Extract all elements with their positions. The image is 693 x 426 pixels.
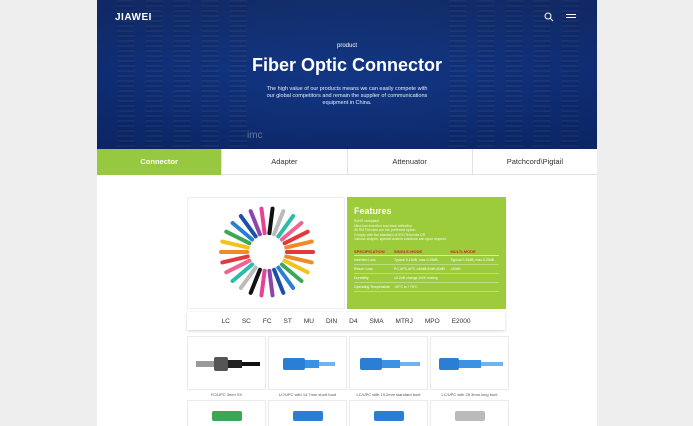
connector-spoke — [230, 262, 255, 283]
product-card[interactable] — [430, 336, 509, 390]
connector-spoke — [238, 265, 258, 290]
connector-spoke — [248, 209, 262, 237]
product-card[interactable] — [268, 336, 347, 390]
type-sc[interactable]: SC — [241, 317, 251, 325]
connector-image — [439, 358, 503, 370]
spec-cell: Typical 0.15dB, max 0.25dB — [450, 255, 499, 265]
connector-spoke — [282, 229, 310, 246]
search-icon[interactable] — [544, 12, 554, 22]
spec-header: MULTI-MODE — [450, 247, 499, 256]
connector-spoke — [276, 265, 296, 290]
connector-spoke — [284, 239, 314, 250]
spec-cell: PC,UPC,APC ≥40dB,50dB,60dB — [393, 264, 451, 274]
spec-row: Durability ≤0.2dB change,1000 mating — [354, 273, 499, 283]
type-sma[interactable]: SMA — [369, 317, 384, 325]
spec-cell: -40°C to +75°C — [393, 282, 451, 292]
spec-cell: ≥30dB — [450, 264, 499, 274]
connector-spoke — [267, 206, 275, 236]
product-card[interactable] — [349, 400, 428, 426]
background-text: imc — [247, 130, 263, 141]
connector-spoke — [276, 214, 296, 239]
spec-row: Insertion Loss Typical 0.15dB, max 0.25d… — [354, 255, 499, 265]
type-d4[interactable]: D4 — [349, 317, 358, 325]
spec-header: SINGLE-MODE — [393, 247, 451, 256]
connector-spoke — [259, 268, 267, 298]
features-title: Features — [354, 206, 392, 216]
connector-spoke — [267, 268, 275, 298]
feature-line: Comply with the standard of IEC/Telcordi… — [354, 232, 426, 237]
product-card[interactable] — [187, 336, 266, 390]
type-fc[interactable]: FC — [262, 317, 272, 325]
connector-spoke — [238, 214, 258, 239]
logo[interactable]: JIAWEI — [115, 12, 152, 23]
type-mpo[interactable]: MPO — [424, 317, 440, 325]
hero-banner: JIAWEI imc product Fiber Optic Connector… — [97, 0, 597, 149]
menu-icon[interactable] — [566, 14, 576, 21]
feature-line: RoHS compliant — [354, 219, 380, 223]
connector-spoke — [272, 209, 286, 237]
spec-table: SPECIFICATION SINGLE-MODE MULTI-MODE Ins… — [354, 247, 499, 292]
feature-line: All SM Ferrules are the preferred option — [354, 228, 416, 232]
connector-spoke — [272, 267, 286, 295]
product-card[interactable] — [349, 336, 428, 390]
spec-cell: Operating Temperature — [354, 282, 394, 292]
connector-collection-image — [187, 197, 345, 309]
product-card[interactable] — [187, 400, 266, 426]
feature-line: Ultra low insertion and back reflection — [354, 223, 413, 228]
spec-cell: Return Loss — [354, 264, 394, 274]
tab-patchcord-pigtail[interactable]: Patchcord\Pigtail — [506, 157, 564, 166]
category-tabs: Connector Adapter Attenuator Patchcord\P… — [97, 149, 597, 175]
connector-spoke — [224, 229, 252, 246]
product-card[interactable] — [430, 400, 509, 426]
connector-spoke — [220, 239, 250, 250]
tab-attenuator[interactable]: Attenuator — [348, 149, 473, 175]
spec-cell: ≤0.2dB change,1000 mating — [393, 273, 451, 283]
connector-spoke — [282, 258, 310, 275]
connectors-illustration — [219, 206, 315, 298]
product-caption: FC/UPC 3mm SX — [210, 392, 243, 397]
page: JIAWEI imc product Fiber Optic Connector… — [97, 0, 597, 426]
page-description: The high value of our products means we … — [266, 86, 428, 106]
connector-spoke — [279, 221, 304, 242]
type-e2000[interactable]: E2000 — [451, 317, 471, 325]
connector-image — [374, 411, 404, 421]
spec-row: Return Loss PC,UPC,APC ≥40dB,50dB,60dB ≥… — [354, 264, 499, 274]
connector-spoke — [284, 254, 314, 265]
connector-spoke — [259, 206, 267, 236]
features-panel: Features RoHS compliant Ultra low insert… — [347, 197, 506, 309]
spec-header: SPECIFICATION — [354, 247, 394, 256]
product-card[interactable] — [268, 400, 347, 426]
connector-spoke — [279, 262, 304, 283]
connector-image — [283, 358, 335, 370]
connector-type-bar: LC SC FC ST MU DIN D4 SMA MTRJ MPO E2000 — [187, 312, 505, 330]
connector-image — [293, 411, 323, 421]
page-title: Fiber Optic Connector — [251, 55, 442, 75]
spec-cell — [450, 273, 499, 283]
spec-row: Operating Temperature -40°C to +75°C — [354, 282, 499, 292]
connector-image — [196, 357, 260, 371]
feature-line: Various shapes, special custom solutions… — [354, 237, 446, 241]
connector-spoke — [224, 258, 252, 275]
type-lc[interactable]: LC — [221, 317, 230, 325]
spec-cell: Durability — [354, 273, 394, 283]
connector-image — [212, 411, 242, 421]
type-mtrj[interactable]: MTRJ — [395, 317, 413, 325]
product-caption: LC/UPC with 14.7mm short boot — [278, 392, 337, 397]
connector-image — [455, 411, 485, 421]
tab-adapter[interactable]: Adapter — [222, 149, 348, 175]
type-st[interactable]: ST — [283, 317, 292, 325]
spec-cell: Typical 0.15dB, max 0.25dB — [393, 255, 451, 265]
spec-cell — [450, 282, 499, 292]
page-eyebrow: product — [336, 43, 357, 49]
connector-spoke — [220, 254, 250, 265]
spec-cell: Insertion Loss — [354, 255, 394, 265]
tab-connector[interactable]: Connector — [97, 149, 223, 175]
type-din[interactable]: DIN — [325, 317, 338, 325]
product-caption: LC/UPC with 28.3mm long boot — [441, 392, 498, 397]
type-mu[interactable]: MU — [303, 317, 314, 325]
connector-image — [360, 358, 420, 370]
connector-spoke — [230, 221, 255, 242]
connector-spoke — [248, 267, 262, 295]
product-caption: LC/UPC with 19.2mm standard boot — [356, 392, 421, 397]
